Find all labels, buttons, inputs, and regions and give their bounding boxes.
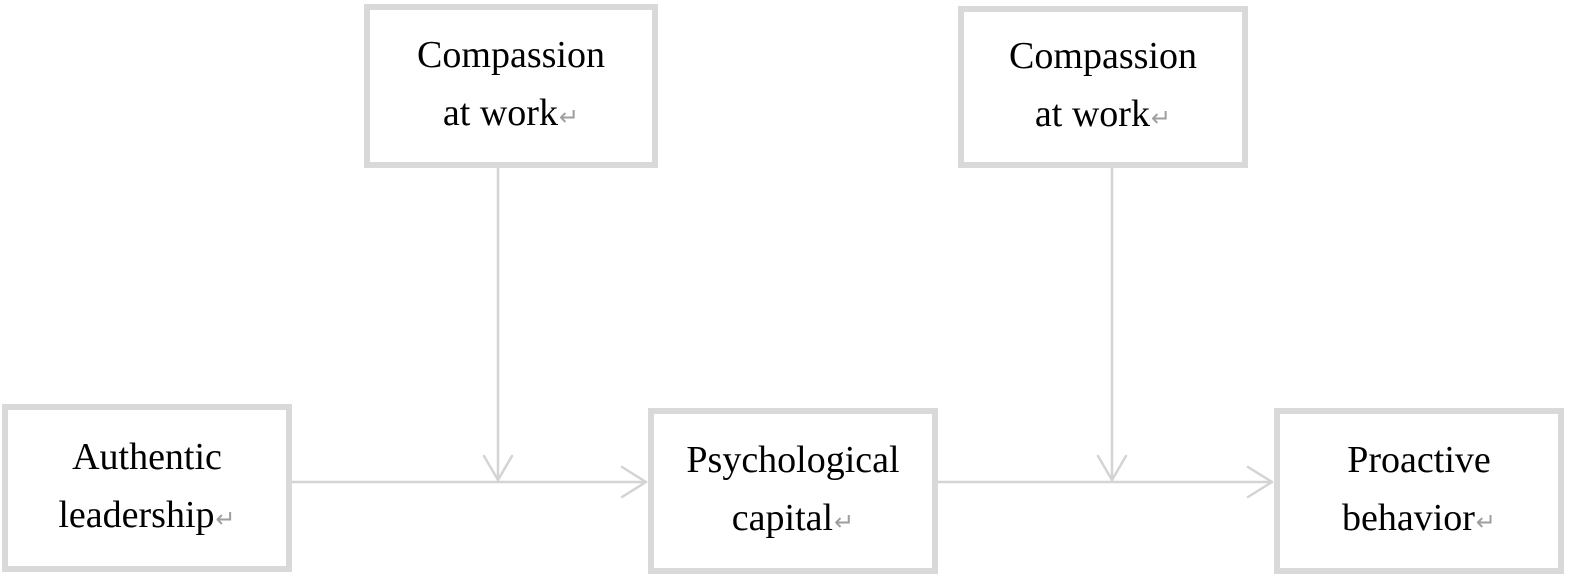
- node-label-line2: at work↵: [1035, 85, 1171, 147]
- node-label-line1: Psychological: [686, 439, 900, 481]
- node-proactive-behavior: Proactive behavior↵: [1274, 408, 1564, 574]
- paragraph-mark-icon: ↵: [558, 103, 580, 131]
- node-label-text: capital: [731, 497, 834, 539]
- paragraph-mark-icon: ↵: [1150, 104, 1172, 132]
- arrowhead-moderator1-icon: [482, 454, 514, 482]
- node-label-line2: capital↵: [732, 489, 854, 551]
- paragraph-mark-icon: ↵: [1475, 508, 1497, 536]
- node-label-text: at work: [1034, 93, 1150, 135]
- node-label-line2: behavior↵: [1342, 489, 1496, 551]
- node-label-text: leadership: [58, 494, 215, 536]
- arrowhead-proactive-icon: [1246, 465, 1274, 499]
- arrowhead-psycap-icon: [620, 465, 648, 499]
- node-compassion-at-work-1: Compassion at work↵: [364, 4, 658, 168]
- node-label-line1: Compassion: [1009, 35, 1197, 77]
- node-label-line1: Authentic: [72, 436, 222, 478]
- node-label-line1: Proactive: [1347, 439, 1491, 481]
- arrowhead-moderator2-icon: [1096, 454, 1128, 482]
- node-label-line2: leadership↵: [58, 486, 235, 548]
- node-compassion-at-work-2: Compassion at work↵: [958, 6, 1248, 168]
- node-label-line1: Compassion: [417, 34, 605, 76]
- node-authentic-leadership: Authentic leadership↵: [2, 404, 292, 572]
- node-label-text: at work: [442, 92, 558, 134]
- node-label-text: behavior: [1341, 497, 1475, 539]
- node-label-line2: at work↵: [443, 84, 579, 146]
- paragraph-mark-icon: ↵: [215, 505, 236, 533]
- node-psychological-capital: Psychological capital↵: [648, 408, 938, 574]
- paragraph-mark-icon: ↵: [834, 508, 855, 536]
